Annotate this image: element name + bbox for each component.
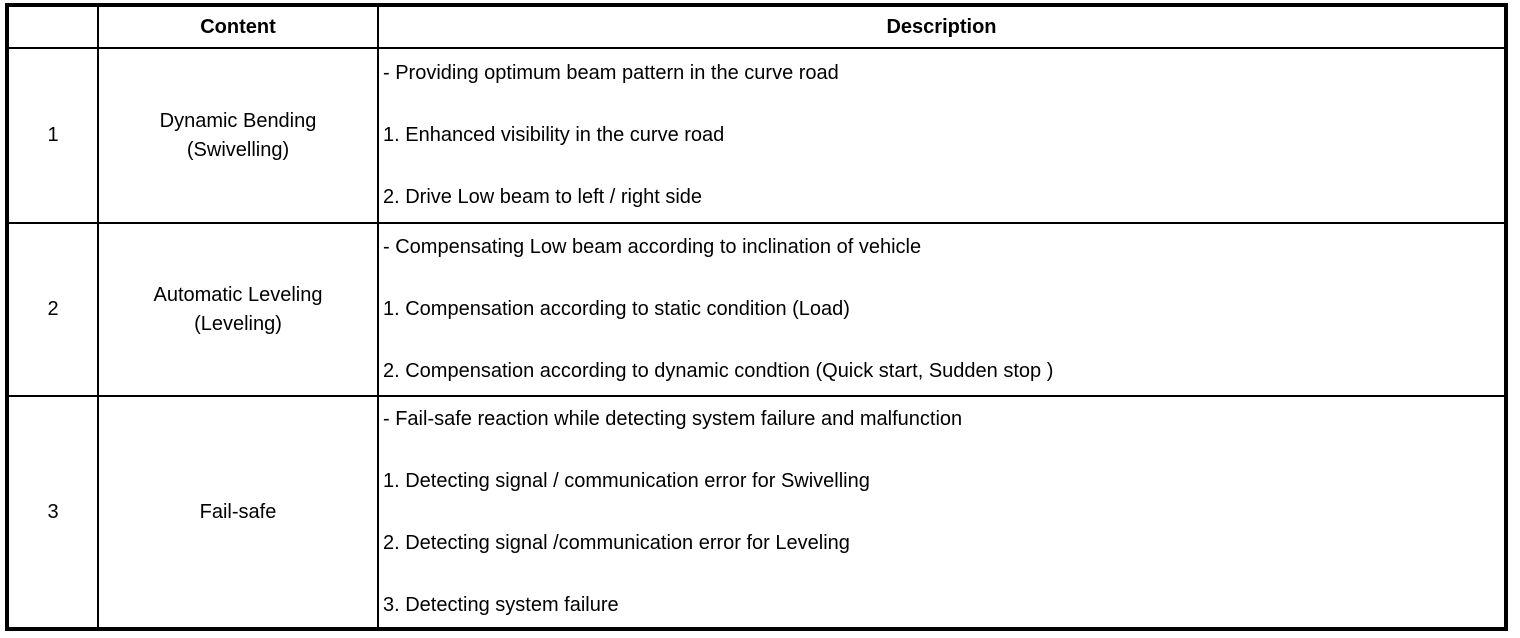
description-line: 1. Compensation according to static cond…: [383, 298, 850, 320]
content-line: (Leveling): [194, 312, 282, 335]
row-description: - Fail-safe reaction while detecting sys…: [377, 395, 1504, 627]
description-line: - Providing optimum beam pattern in the …: [383, 62, 839, 84]
content-line: Fail-safe: [199, 500, 277, 523]
row-description: - Providing optimum beam pattern in the …: [377, 47, 1504, 222]
row-number: 1: [9, 47, 97, 222]
header-content-cell: Content: [97, 7, 377, 47]
row-content: Dynamic Bending (Swivelling): [97, 47, 377, 222]
description-line: 2. Compensation according to dynamic con…: [383, 360, 1054, 382]
header-description-cell: Description: [377, 7, 1504, 47]
description-line: - Fail-safe reaction while detecting sys…: [383, 407, 963, 430]
row-description: - Compensating Low beam according to inc…: [377, 222, 1504, 395]
description-line: 1. Enhanced visibility in the curve road: [383, 124, 725, 146]
content-line: Dynamic Bending: [159, 109, 317, 132]
header-index-cell: [9, 7, 97, 47]
description-line: 1. Detecting signal / communication erro…: [383, 469, 870, 492]
description-line: 2. Drive Low beam to left / right side: [383, 186, 703, 208]
row-number: 3: [9, 395, 97, 627]
row-number: 2: [9, 222, 97, 395]
description-line: 2. Detecting signal /communication error…: [383, 531, 850, 554]
description-line: - Compensating Low beam according to inc…: [383, 236, 922, 258]
features-table: Content Description 1 Dynamic Bending (S…: [5, 3, 1508, 631]
description-line: 3. Detecting system failure: [383, 593, 619, 616]
row-content: Fail-safe: [97, 395, 377, 627]
row-content: Automatic Leveling (Leveling): [97, 222, 377, 395]
content-line: (Swivelling): [186, 138, 290, 161]
content-line: Automatic Leveling: [153, 283, 323, 306]
